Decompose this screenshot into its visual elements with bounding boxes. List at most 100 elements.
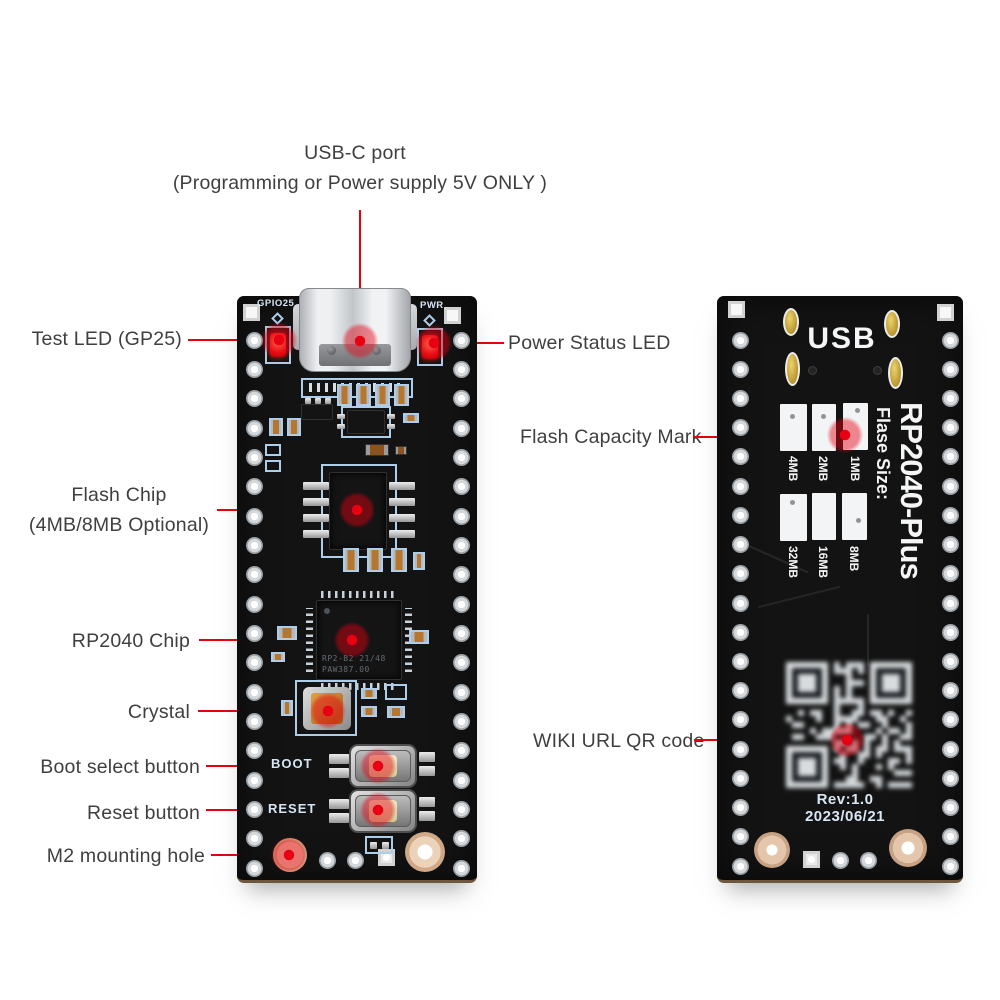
flash-size-16mb-label: 16MB: [816, 546, 830, 579]
through-hole: [731, 799, 749, 817]
smd-component: [389, 482, 415, 490]
marker-flash-capacity: [826, 416, 864, 454]
smd-component: [413, 552, 425, 570]
smd-component: [419, 811, 435, 821]
back-board: USB 4MB 2MB 1MB 32MB 16MB 8MB Flase Size…: [717, 296, 963, 883]
smd-component: [403, 413, 419, 423]
m2-mounting-hole: [405, 832, 445, 872]
smd-component: [269, 418, 283, 436]
smd-component: [389, 514, 415, 522]
through-hole: [941, 448, 959, 466]
square-pad-hole: [803, 851, 820, 868]
through-hole: [731, 594, 749, 612]
through-hole: [452, 654, 470, 672]
through-hole: [245, 654, 263, 672]
through-hole: [832, 852, 849, 869]
smd-component: [343, 548, 359, 572]
smd-component: [337, 384, 352, 406]
rp2040-pins-bottom: [321, 683, 397, 690]
usb-anchor-pad: [785, 352, 800, 386]
drill-dot: [790, 500, 795, 505]
back-usb-label: USB: [807, 322, 877, 355]
via-hole: [808, 366, 817, 375]
smd-component: [419, 766, 435, 776]
smd-component: [329, 768, 349, 778]
silk-reset-label: RESET: [268, 801, 317, 816]
revision-label: Rev:1.0: [816, 791, 874, 808]
smd-component: [419, 797, 435, 807]
usb-c-rivet: [372, 346, 381, 355]
callout-label-usb-c-port: USB-C port: [304, 142, 406, 164]
through-hole: [452, 683, 470, 701]
through-hole: [941, 419, 959, 437]
through-hole: [452, 742, 470, 760]
usb-c-rivet: [327, 346, 336, 355]
usb-anchor-pad: [783, 308, 799, 336]
corner-pad: [243, 304, 260, 321]
through-hole: [245, 800, 263, 818]
usb-anchor-pad: [884, 310, 900, 338]
through-hole: [452, 800, 470, 818]
marker-rp2040-chip: [333, 621, 371, 659]
smd-component: [419, 752, 435, 762]
through-hole: [941, 594, 959, 612]
smd-component: [303, 514, 329, 522]
through-hole: [452, 331, 470, 349]
corner-pad: [444, 307, 461, 324]
through-hole: [941, 360, 959, 378]
through-hole: [941, 857, 959, 875]
smd-component: [347, 410, 385, 434]
through-hole: [452, 830, 470, 848]
callout-label-reset-button: Reset button: [87, 802, 200, 824]
smd-component: [277, 626, 297, 640]
through-hole: [452, 507, 470, 525]
marker-boot-button: [359, 747, 397, 785]
crystal-silk: [295, 680, 357, 736]
callout-label-crystal: Crystal: [127, 701, 190, 723]
smd-component: [391, 548, 407, 572]
callout-label-flash-capacity: Flash Capacity Mark: [520, 426, 702, 448]
rp2040-pins-left: [306, 608, 313, 672]
through-hole: [245, 624, 263, 642]
through-hole: [245, 360, 263, 378]
smd-component: [385, 684, 407, 700]
silk-gpio25-label: GPIO25: [257, 298, 295, 309]
pcb-trace: [758, 585, 840, 609]
through-hole: [452, 771, 470, 789]
through-hole: [452, 624, 470, 642]
drill-dot: [855, 408, 860, 413]
flash-mark-8mb: [842, 493, 867, 540]
through-hole: [941, 711, 959, 729]
corner-pad: [937, 304, 954, 321]
product-name: RP2040-Plus: [894, 402, 929, 579]
smd-component: [394, 384, 409, 406]
rp2040-marking-2: PAW387.00: [322, 665, 370, 674]
smd-component: [301, 404, 333, 420]
through-hole: [941, 331, 959, 349]
rp2040-pins-right: [405, 608, 412, 672]
smd-component: [337, 414, 345, 419]
smd-component: [387, 706, 405, 718]
through-hole: [319, 852, 336, 869]
smd-component: [367, 548, 383, 572]
m2-mounting-hole: [754, 832, 790, 868]
smd-component: [265, 444, 281, 456]
through-hole: [731, 740, 749, 758]
through-hole: [245, 448, 263, 466]
flash-size-heading: Flase Size:: [873, 407, 893, 501]
smd-component: [303, 530, 329, 538]
callout-line-usb-c: [359, 210, 361, 340]
through-hole: [941, 682, 959, 700]
rp2040-pins-top: [321, 591, 397, 598]
through-hole: [452, 566, 470, 584]
smd-component: [382, 842, 389, 849]
marker-test-led: [260, 321, 298, 359]
smd-component: [303, 482, 329, 490]
through-hole: [245, 478, 263, 496]
through-hole: [245, 595, 263, 613]
through-hole: [731, 769, 749, 787]
through-hole: [731, 682, 749, 700]
through-hole: [941, 652, 959, 670]
drill-dot: [790, 414, 795, 419]
smd-component: [356, 384, 371, 406]
